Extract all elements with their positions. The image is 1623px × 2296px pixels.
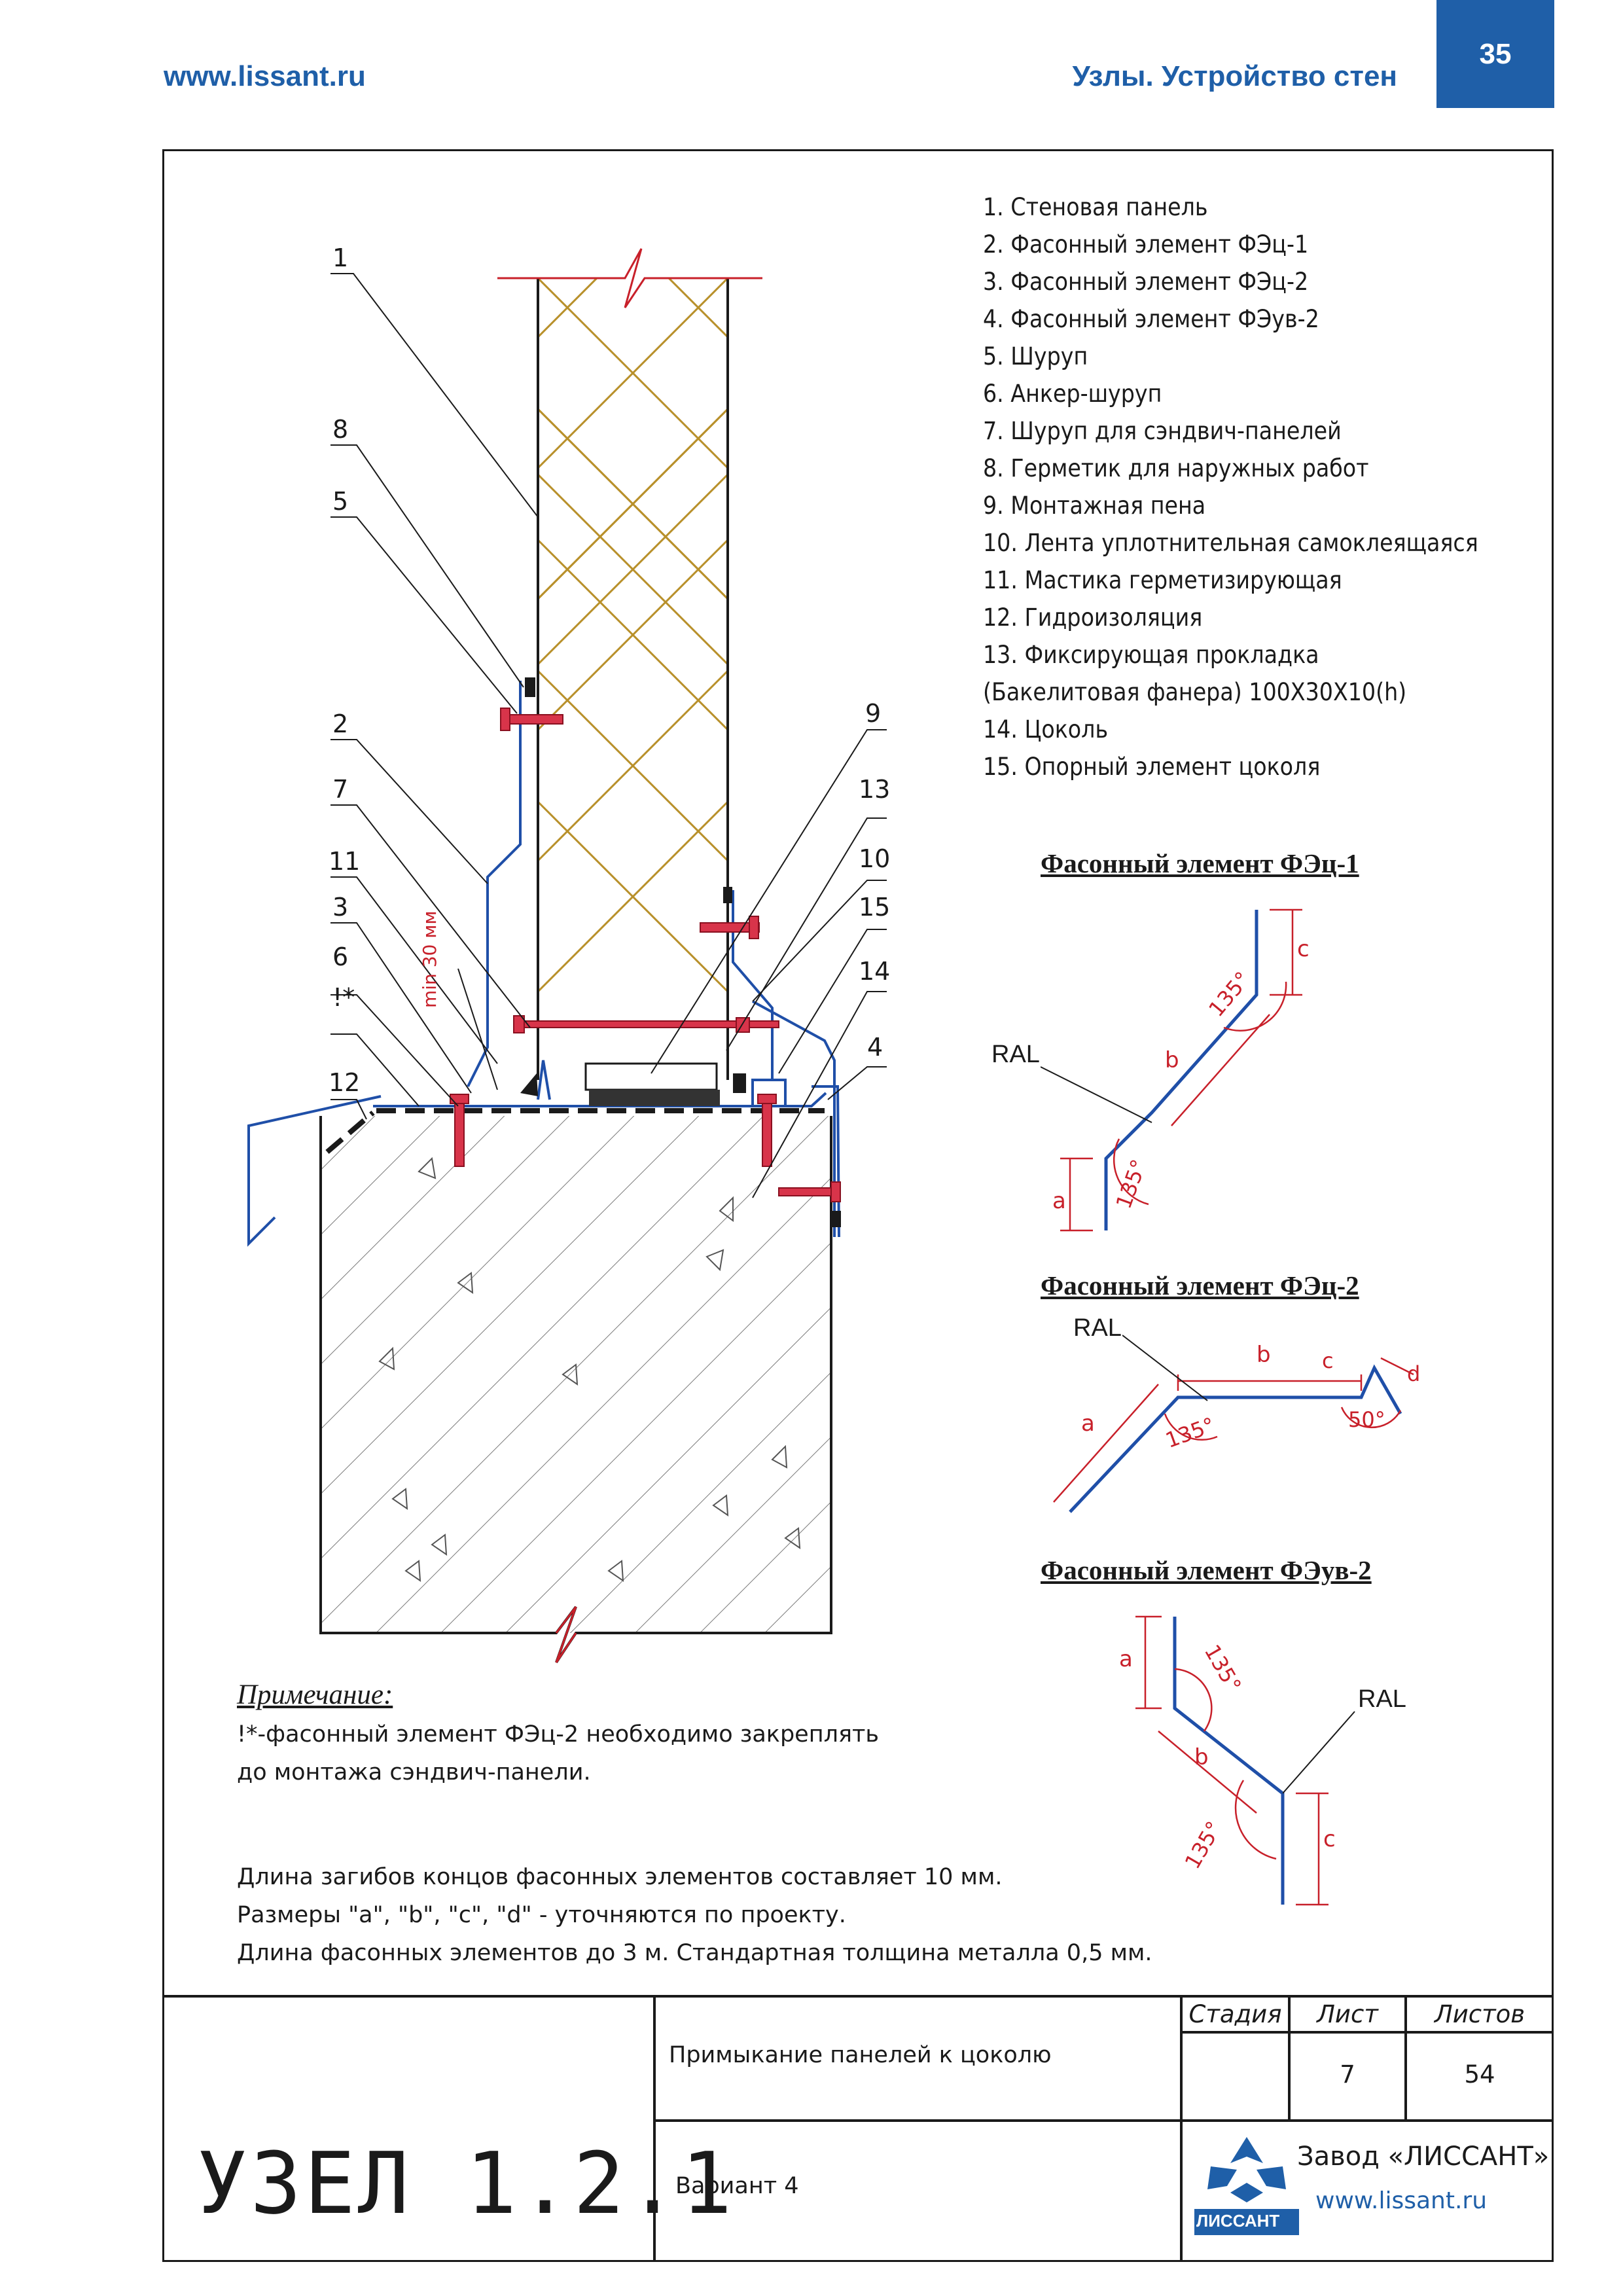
legend-item: 11. Мастика герметизирующая [983,566,1342,594]
legend-list: 1. Стеновая панель 2. Фасонный элемент Ф… [983,188,1478,785]
callout-11: 11 [329,847,361,876]
legend-item: 14. Цоколь [983,715,1109,744]
fe2-ral-leader [1122,1335,1208,1401]
legend-item: 10. Лента уплотнительная самоклеящаяся [983,529,1478,557]
legend-item: (Бакелитовая фанера) 100X30X10(h) [983,678,1407,706]
callout-13: 13 [859,775,891,804]
callout-star: !* [332,983,355,1012]
fe2-b-label: b [1257,1342,1271,1368]
fe3-a-label: a [1119,1646,1133,1672]
company-logo [1194,2137,1299,2235]
legend-item: 3. Фасонный элемент ФЭц-2 [983,268,1309,296]
sheet-header: Лист [1317,2000,1378,2028]
note-heading: Примечание: [237,1679,393,1710]
general-note-2: Размеры "a", "b", "c", "d" - уточняются … [237,1902,846,1928]
plinth [319,1116,832,1664]
legend-item: 13. Фиксирующая прокладка [983,641,1319,669]
detail-fe2-drawing [1053,1357,1414,1513]
callout-9: 9 [865,699,882,728]
callout-6: 6 [332,942,349,971]
fe3-ral: RAL [1358,1685,1406,1713]
legend-item: 2. Фасонный элемент ФЭц-1 [983,230,1309,259]
callout-7: 7 [332,775,349,804]
sheets-value: 54 [1464,2060,1495,2089]
legend-item: 8. Герметик для наружных работ [983,454,1369,482]
detail-fe1-drawing [1060,908,1302,1232]
fixing-pad [584,1062,718,1091]
node-number: УЗЕЛ 1.2.1 [196,2134,735,2233]
callout-4: 4 [867,1033,883,1062]
sheet-value: 7 [1340,2060,1355,2089]
fe2-ral: RAL [1073,1314,1122,1342]
fe1-a-label: a [1052,1188,1066,1214]
stage-header: Стадия [1188,2000,1282,2028]
sheets-header: Листов [1434,2000,1525,2028]
screws [450,708,841,1202]
variant-label: Вариант 4 [675,2173,799,2199]
legend-item: 15. Опорный элемент цоколя [983,753,1321,781]
legend-item: 5. Шуруп [983,342,1088,370]
general-note-1: Длина загибов концов фасонных элементов … [237,1864,1003,1890]
fe2-angle2: 50° [1348,1407,1385,1432]
page-number: 35 [1436,0,1554,108]
foam-seal [589,1090,720,1106]
note-line-1: !*-фасонный элемент ФЭц-2 необходимо зак… [237,1721,880,1748]
legend-item: 12. Гидроизоляция [983,603,1203,632]
fe3-ral-leader [1283,1711,1355,1794]
detail-fe3-title: Фасонный элемент ФЭув-2 [1041,1555,1372,1585]
legend-item: 1. Стеновая панель [983,193,1208,221]
fe1-ral-leader [1041,1066,1152,1123]
callout-5: 5 [332,487,349,516]
fe2-c-label: c [1322,1348,1334,1373]
drawing-title: Примыкание панелей к цоколю [669,2042,1052,2068]
callout-2: 2 [332,709,349,738]
legend-item: 6. Анкер-шуруп [983,380,1162,408]
fe1-c-label: c [1297,936,1310,962]
fe1-ral: RAL [991,1041,1040,1068]
fe3-b-label: b [1194,1744,1209,1770]
legend-item: 9. Монтажная пена [983,492,1206,520]
fe1-b-label: b [1165,1047,1179,1073]
header-title: Узлы. Устройство стен [1072,60,1397,92]
fe2-d-label: d [1407,1361,1421,1386]
company-name: Завод «ЛИССАНТ» [1297,2142,1550,2172]
note-line-2: до монтажа сэндвич-панели. [237,1759,591,1785]
legend-item: 7. Шуруп для сэндвич-панелей [983,417,1342,445]
drawing-frame [162,149,1554,2262]
detail-fe1-title: Фасонный элемент ФЭц-1 [1041,848,1359,878]
legend-item: 4. Фасонный элемент ФЭув-2 [983,305,1319,333]
company-url[interactable]: www.lissant.ru [1315,2187,1488,2214]
callout-14: 14 [859,957,891,986]
callout-15: 15 [859,893,891,922]
general-note-3: Длина фасонных элементов до 3 м. Стандар… [237,1940,1152,1966]
detail-fe3-drawing [1135,1615,1329,1906]
fe3-c-label: c [1323,1826,1336,1852]
fe2-a-label: a [1081,1410,1095,1437]
callout-1: 1 [332,243,349,272]
detail-fe2-title: Фасонный элемент ФЭц-2 [1041,1270,1359,1300]
wall-panel [497,248,762,1080]
header-url[interactable]: www.lissant.ru [164,60,366,92]
logo-text: ЛИССАНТ [1196,2211,1280,2231]
callout-10: 10 [859,844,891,873]
callout-3: 3 [332,893,349,922]
callout-8: 8 [332,415,349,444]
callout-12: 12 [329,1068,361,1097]
